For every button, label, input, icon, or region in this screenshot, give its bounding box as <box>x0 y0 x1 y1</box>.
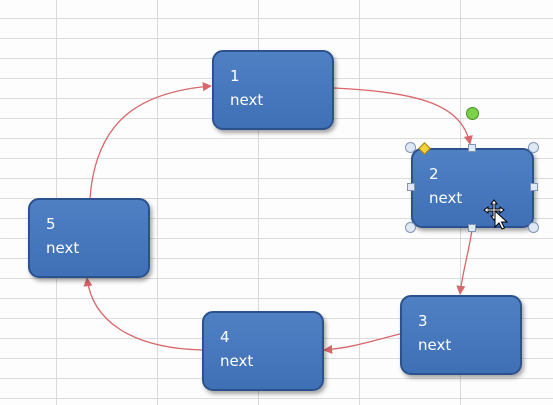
node-3[interactable]: 3 next <box>400 295 522 375</box>
resize-handle-bottom[interactable] <box>468 224 476 232</box>
node-label: next <box>429 189 463 207</box>
connector-1-to-2[interactable] <box>333 87 473 145</box>
connector-4-to-5[interactable] <box>83 277 203 351</box>
node-4[interactable]: 4 next <box>202 311 324 391</box>
move-cursor-icon <box>483 199 509 230</box>
node-number: 3 <box>418 312 428 330</box>
node-number: 5 <box>46 215 56 233</box>
resize-handle-top-right[interactable] <box>528 142 539 153</box>
resize-handle-top[interactable] <box>468 144 476 152</box>
rotate-handle[interactable] <box>466 107 479 120</box>
node-1[interactable]: 1 next <box>212 50 334 130</box>
node-label: next <box>418 336 452 354</box>
resize-handle-top-left[interactable] <box>405 142 416 153</box>
node-label: next <box>230 91 264 109</box>
node-label: next <box>220 352 254 370</box>
node-number: 4 <box>220 328 230 346</box>
node-2[interactable]: 2 next <box>411 148 534 228</box>
connector-5-to-1[interactable] <box>89 82 212 199</box>
node-number: 2 <box>429 165 439 183</box>
connector-2-to-3[interactable] <box>456 229 473 295</box>
resize-handle-left[interactable] <box>407 183 415 191</box>
node-5[interactable]: 5 next <box>28 198 150 278</box>
resize-handle-right[interactable] <box>530 183 538 191</box>
connector-3-to-4[interactable] <box>323 333 401 354</box>
node-label: next <box>46 239 80 257</box>
resize-handle-bottom-right[interactable] <box>528 222 539 233</box>
node-number: 1 <box>230 67 240 85</box>
resize-handle-bottom-left[interactable] <box>405 222 416 233</box>
